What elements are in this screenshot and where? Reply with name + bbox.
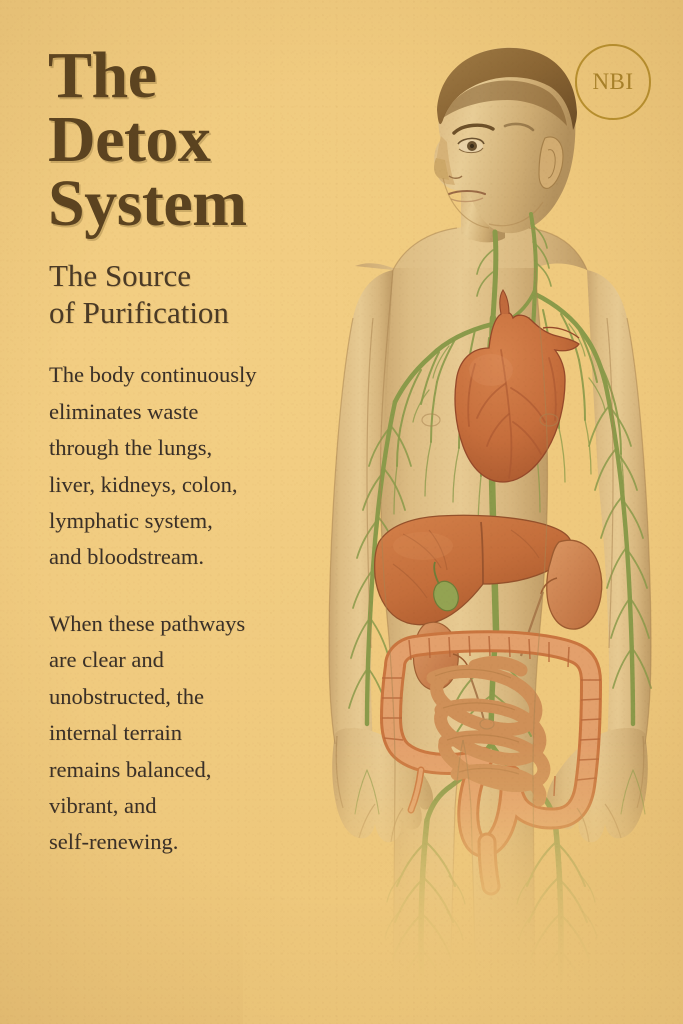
paragraph-line: through the lungs, — [49, 435, 213, 461]
head-portrait — [434, 47, 577, 234]
paragraph-line: self-renewing. — [49, 829, 179, 855]
text-column: The Detox System The Source of Purificat… — [46, 39, 336, 861]
paragraph-line: and bloodstream. — [49, 544, 204, 570]
liver-organ — [373, 514, 572, 626]
paragraph-line: eliminates waste — [49, 398, 199, 424]
page-subtitle: The Source of Purification — [49, 258, 336, 331]
title-line-2: Detox — [48, 103, 211, 177]
body-paragraph-1: The body continuously eliminates waste t… — [49, 357, 336, 576]
title-line-3: System — [48, 167, 247, 241]
paragraph-line: vibrant, and — [49, 793, 157, 819]
title-line-1: The — [48, 39, 157, 112]
subtitle-line-1: The Source — [49, 258, 192, 294]
paragraph-line: are clear and — [49, 647, 164, 673]
small-intestine-folds — [434, 668, 520, 775]
paragraph-line: internal terrain — [49, 720, 183, 746]
small-intestine-organ — [426, 656, 551, 807]
paragraph-line: lymphatic system, — [49, 507, 213, 533]
paragraph-line: remains balanced, — [49, 756, 212, 782]
paragraph-line: The body continuously — [49, 362, 257, 388]
paragraph-line: liver, kidneys, colon, — [49, 471, 238, 497]
page-title: The Detox System — [48, 39, 336, 241]
gallbladder-organ — [433, 561, 459, 612]
nbi-badge-label: NBI — [592, 69, 634, 94]
paragraph-line: When these pathways — [49, 610, 246, 636]
body-paragraph-2: When these pathways are clear and unobst… — [49, 606, 336, 861]
body-contours — [328, 227, 652, 1019]
paragraph-line: unobstructed, the — [49, 683, 204, 709]
nbi-badge: NBI — [575, 44, 651, 120]
subtitle-line-2: of Purification — [49, 294, 229, 330]
heart-organ — [454, 289, 580, 483]
